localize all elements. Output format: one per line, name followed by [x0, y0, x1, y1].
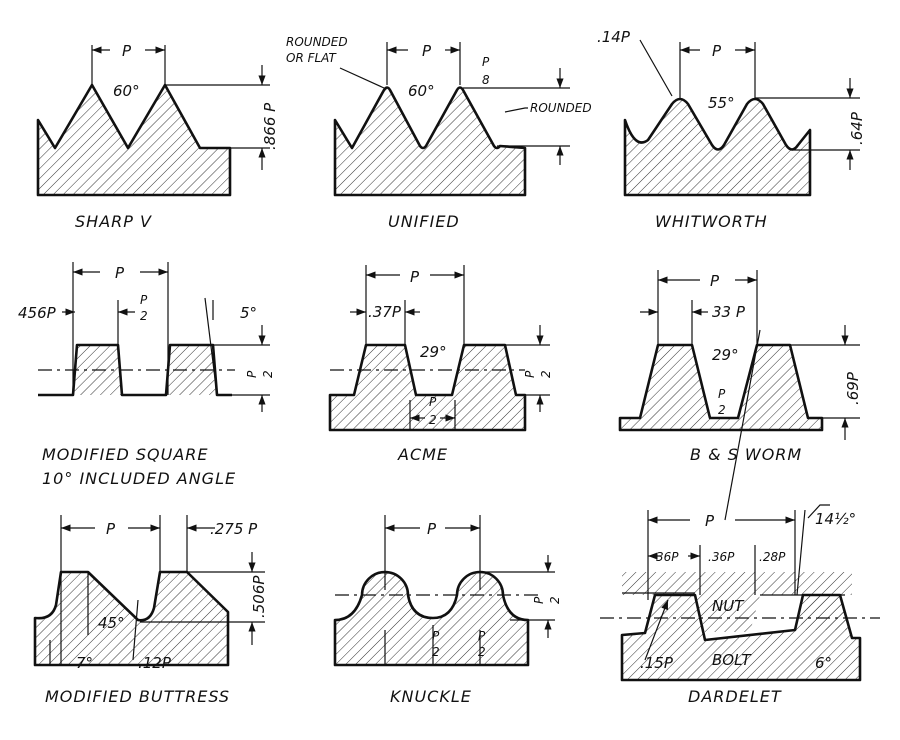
dardelet-nut-label: NUT — [712, 597, 745, 615]
modified-buttress-angle-7: 7° — [76, 654, 93, 672]
modified-square-subtitle: 10° INCLUDED ANGLE — [42, 469, 236, 488]
modified-square-half-den: 2 — [140, 309, 148, 323]
dardelet-dim-1: 36P — [656, 550, 679, 564]
panel-modified-square: P 456P P 2 5° P 2 MODIFIED SQUARE 10° IN… — [18, 262, 275, 488]
dardelet-dim-2: .36P — [708, 550, 735, 564]
sharp-v-angle: 60° — [113, 82, 140, 100]
modified-square-title: MODIFIED SQUARE — [42, 445, 209, 464]
unified-crest-label-2: OR FLAT — [286, 51, 338, 65]
bs-worm-depth: .69P — [844, 371, 862, 405]
sharp-v-profile — [36, 83, 232, 197]
unified-flat-num: P — [482, 55, 490, 69]
whitworth-title: WHITWORTH — [655, 212, 768, 231]
whitworth-radius: .14P — [597, 28, 631, 46]
modified-buttress-title: MODIFIED BUTTRESS — [45, 687, 230, 706]
dardelet-bolt-label: BOLT — [712, 651, 752, 669]
knuckle-half1-den: 2 — [432, 645, 440, 659]
whitworth-depth: .64P — [848, 111, 866, 145]
dardelet-pitch: P — [705, 512, 715, 530]
modified-square-pitch: P — [115, 264, 125, 282]
acme-pitch: P — [410, 268, 420, 286]
knuckle-title: KNUCKLE — [390, 687, 472, 706]
modified-square-depth-den: 2 — [261, 370, 275, 378]
sharp-v-depth: .866 P — [261, 102, 279, 150]
acme-depth-num: P — [523, 370, 537, 378]
unified-crest-label-1: ROUNDED — [286, 35, 348, 49]
acme-flat: .37P — [368, 303, 402, 321]
modified-buttress-angle-45: 45° — [98, 614, 125, 632]
unified-pitch: P — [422, 42, 432, 60]
acme-half-num: P — [429, 395, 437, 409]
dardelet-dim-4: .15P — [640, 654, 674, 672]
bs-worm-pitch: P — [710, 272, 720, 290]
modified-buttress-profile — [33, 570, 230, 667]
dardelet-angle: 14½° — [815, 510, 856, 528]
knuckle-depth-den: 2 — [548, 596, 562, 604]
acme-half-den: 2 — [429, 413, 437, 427]
whitworth-angle: 55° — [708, 94, 735, 112]
modified-buttress-pitch: P — [106, 520, 116, 538]
modified-buttress-flat: .275 P — [210, 520, 258, 538]
modified-buttress-depth: .506P — [250, 575, 268, 618]
panel-knuckle: P P 2 P 2 P 2 KNUCKLE — [333, 515, 562, 706]
knuckle-half1-num: P — [432, 629, 440, 643]
unified-flat-den: 8 — [482, 73, 490, 87]
panel-sharp-v: P 60° .866 P SHARP V — [36, 42, 279, 231]
modified-square-width: 456P — [18, 304, 57, 322]
panel-dardelet: P 14½° 36P .36P .28P NUT BOLT .15P 6° DA… — [600, 504, 880, 706]
modified-square-half-num: P — [140, 293, 148, 307]
bs-worm-flat: 33 P — [712, 303, 746, 321]
panel-modified-buttress: P .275 P .506P 45° 7° .12P MODIFIED BUTT… — [33, 515, 268, 706]
panel-acme: P .37P 29° P 2 P 2 ACME — [328, 265, 553, 464]
dardelet-title: DARDELET — [688, 687, 782, 706]
bs-worm-title: B & S WORM — [690, 445, 802, 464]
bs-worm-half-num: P — [718, 387, 726, 401]
unified-profile — [333, 86, 527, 197]
panel-bs-worm: P 33 P 29° P 2 .69P B & S WORM — [618, 270, 862, 521]
knuckle-half2-num: P — [478, 629, 486, 643]
knuckle-pitch: P — [427, 520, 437, 538]
acme-depth-den: 2 — [539, 370, 553, 378]
unified-angle: 60° — [408, 82, 435, 100]
panel-whitworth: .14P P 55° .64P WHITWORTH — [597, 28, 866, 231]
knuckle-depth-num: P — [532, 596, 546, 604]
unified-root-label: ROUNDED — [530, 101, 592, 115]
whitworth-profile — [623, 97, 812, 197]
modified-buttress-radius: .12P — [138, 654, 172, 672]
panel-unified: ROUNDED OR FLAT P P 8 ROUNDED 60° UNIFIE… — [286, 35, 592, 231]
dardelet-dim-3: .28P — [759, 550, 786, 564]
knuckle-half2-den: 2 — [478, 645, 486, 659]
bs-worm-half-den: 2 — [718, 403, 726, 417]
bs-worm-angle: 29° — [712, 346, 739, 364]
whitworth-pitch: P — [712, 42, 722, 60]
sharp-v-pitch: P — [122, 42, 132, 60]
acme-title: ACME — [397, 445, 448, 464]
acme-angle: 29° — [420, 343, 447, 361]
sharp-v-title: SHARP V — [75, 212, 152, 231]
unified-title: UNIFIED — [388, 212, 460, 231]
dardelet-angle-6: 6° — [815, 654, 832, 672]
modified-square-depth-num: P — [245, 370, 259, 378]
modified-square-angle: 5° — [240, 304, 257, 322]
